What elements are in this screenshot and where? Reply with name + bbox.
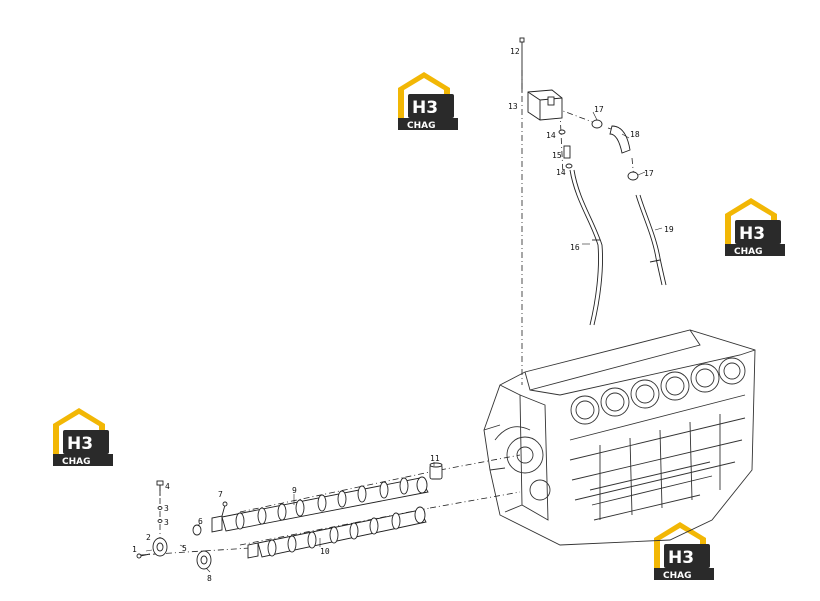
callout-19: 19 <box>664 225 674 234</box>
breather-assembly <box>519 37 667 326</box>
logo-left: H3 CHAG <box>53 408 113 467</box>
callout-numbers: 1 2 3 3 4 5 6 7 8 9 10 11 12 13 14 14 15… <box>132 47 674 583</box>
callout-3b: 3 <box>164 518 169 527</box>
callout-11: 11 <box>430 454 440 463</box>
callout-16: 16 <box>570 243 580 252</box>
callout-6: 6 <box>198 517 203 526</box>
engine-block <box>483 329 756 546</box>
callout-15: 15 <box>552 151 562 160</box>
callout-8: 8 <box>207 574 212 583</box>
callout-17b: 17 <box>644 169 654 178</box>
logo-right: H3 CHAG <box>725 198 785 257</box>
svg-text:H3: H3 <box>668 548 694 568</box>
camshaft-10 <box>247 506 427 559</box>
callout-2: 2 <box>146 533 151 542</box>
callout-18: 18 <box>630 130 640 139</box>
svg-text:H3: H3 <box>412 98 438 118</box>
svg-text:H3: H3 <box>739 224 765 244</box>
svg-text:H3: H3 <box>67 434 93 454</box>
leader-lines <box>145 111 663 573</box>
callout-12: 12 <box>510 47 520 56</box>
callout-4: 4 <box>165 482 170 491</box>
callout-7: 7 <box>218 490 223 499</box>
assembly-center-lines <box>139 70 635 556</box>
callout-5: 5 <box>182 544 187 553</box>
callout-14a: 14 <box>546 131 556 140</box>
callout-13: 13 <box>508 102 518 111</box>
callout-17a: 17 <box>594 105 604 114</box>
callout-1: 1 <box>132 545 137 554</box>
callout-10: 10 <box>320 547 330 556</box>
camshaft-9 <box>211 476 429 533</box>
svg-text:CHAG: CHAG <box>663 571 692 581</box>
callout-3a: 3 <box>164 504 169 513</box>
svg-text:CHAG: CHAG <box>62 457 91 467</box>
callout-14b: 14 <box>556 168 566 177</box>
front-parts <box>136 462 443 570</box>
logo-bottom-right: H3 CHAG <box>654 522 714 581</box>
svg-text:CHAG: CHAG <box>407 121 436 131</box>
logo-top-center: H3 CHAG <box>398 72 458 131</box>
callout-9: 9 <box>292 486 297 495</box>
svg-text:CHAG: CHAG <box>734 247 763 257</box>
